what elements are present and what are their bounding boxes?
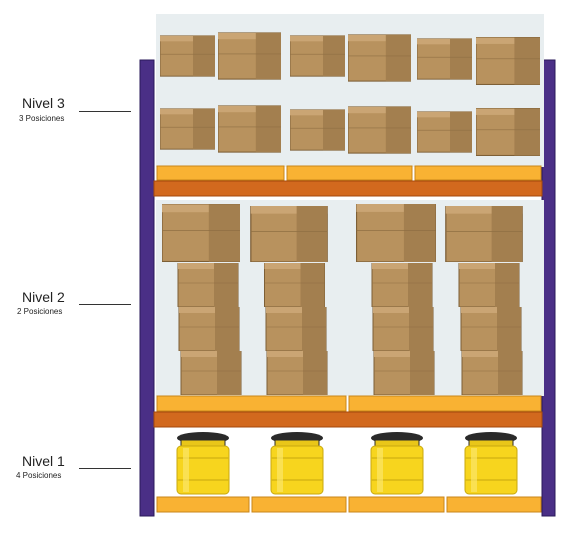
level-2-title: Nivel 2: [22, 289, 65, 305]
yellow-drum-icon: [176, 432, 230, 495]
cardboard-box-icon: [218, 105, 281, 153]
cardboard-box-icon: [180, 351, 242, 395]
cardboard-box-icon: [460, 307, 522, 351]
level-2-beam: [153, 411, 543, 428]
cardboard-box-icon: [356, 204, 436, 262]
yellow-drum-icon: [370, 432, 424, 495]
cardboard-box-icon: [290, 34, 345, 78]
level-3-leader: [79, 111, 131, 112]
level-1-title: Nivel 1: [22, 453, 65, 469]
cardboard-box-icon: [162, 204, 240, 262]
cardboard-box-icon: [177, 263, 239, 307]
yellow-drum-icon: [464, 432, 518, 495]
cardboard-box-icon: [348, 106, 411, 154]
level-2-subtitle: 2 Posiciones: [17, 307, 63, 316]
cardboard-box-icon: [476, 107, 540, 157]
cardboard-box-icon: [348, 34, 411, 82]
level-1-drums: [176, 432, 518, 495]
level-2-leader: [79, 304, 131, 305]
level-2-pallet: [156, 395, 347, 412]
cardboard-box-icon: [265, 307, 327, 351]
cardboard-box-icon: [372, 307, 434, 351]
cardboard-box-icon: [290, 109, 345, 151]
cardboard-box-icon: [160, 34, 215, 78]
level-3-pallet: [414, 165, 542, 181]
yellow-drum-icon: [270, 432, 324, 495]
cardboard-box-icon: [476, 36, 540, 86]
cardboard-box-icon: [371, 263, 433, 307]
cardboard-box-icon: [458, 263, 520, 307]
level-3-title: Nivel 3: [22, 95, 65, 111]
level-2-pallet: [348, 395, 542, 412]
level-1-pallet: [251, 496, 347, 513]
level-1-pallet: [156, 496, 250, 513]
level-1-leader: [79, 468, 131, 469]
level-3-subtitle: 3 Posiciones: [19, 114, 65, 123]
level-3-beam: [153, 180, 543, 197]
cardboard-box-icon: [263, 263, 326, 307]
cardboard-box-icon: [445, 206, 523, 262]
cardboard-box-icon: [250, 206, 328, 262]
cardboard-box-icon: [417, 111, 472, 153]
cardboard-box-icon: [160, 108, 215, 150]
cardboard-box-icon: [461, 351, 523, 395]
cardboard-box-icon: [417, 37, 472, 81]
level-3-pallet: [286, 165, 413, 181]
cardboard-box-icon: [178, 307, 240, 351]
cardboard-box-icon: [373, 351, 435, 395]
cardboard-box-icon: [266, 351, 328, 395]
level-1-pallet: [348, 496, 445, 513]
level-1-subtitle: 4 Posiciones: [16, 471, 62, 480]
cardboard-box-icon: [218, 32, 281, 80]
left-upright: [139, 59, 155, 517]
level-1-pallet: [446, 496, 542, 513]
level-3-pallet: [156, 165, 285, 181]
